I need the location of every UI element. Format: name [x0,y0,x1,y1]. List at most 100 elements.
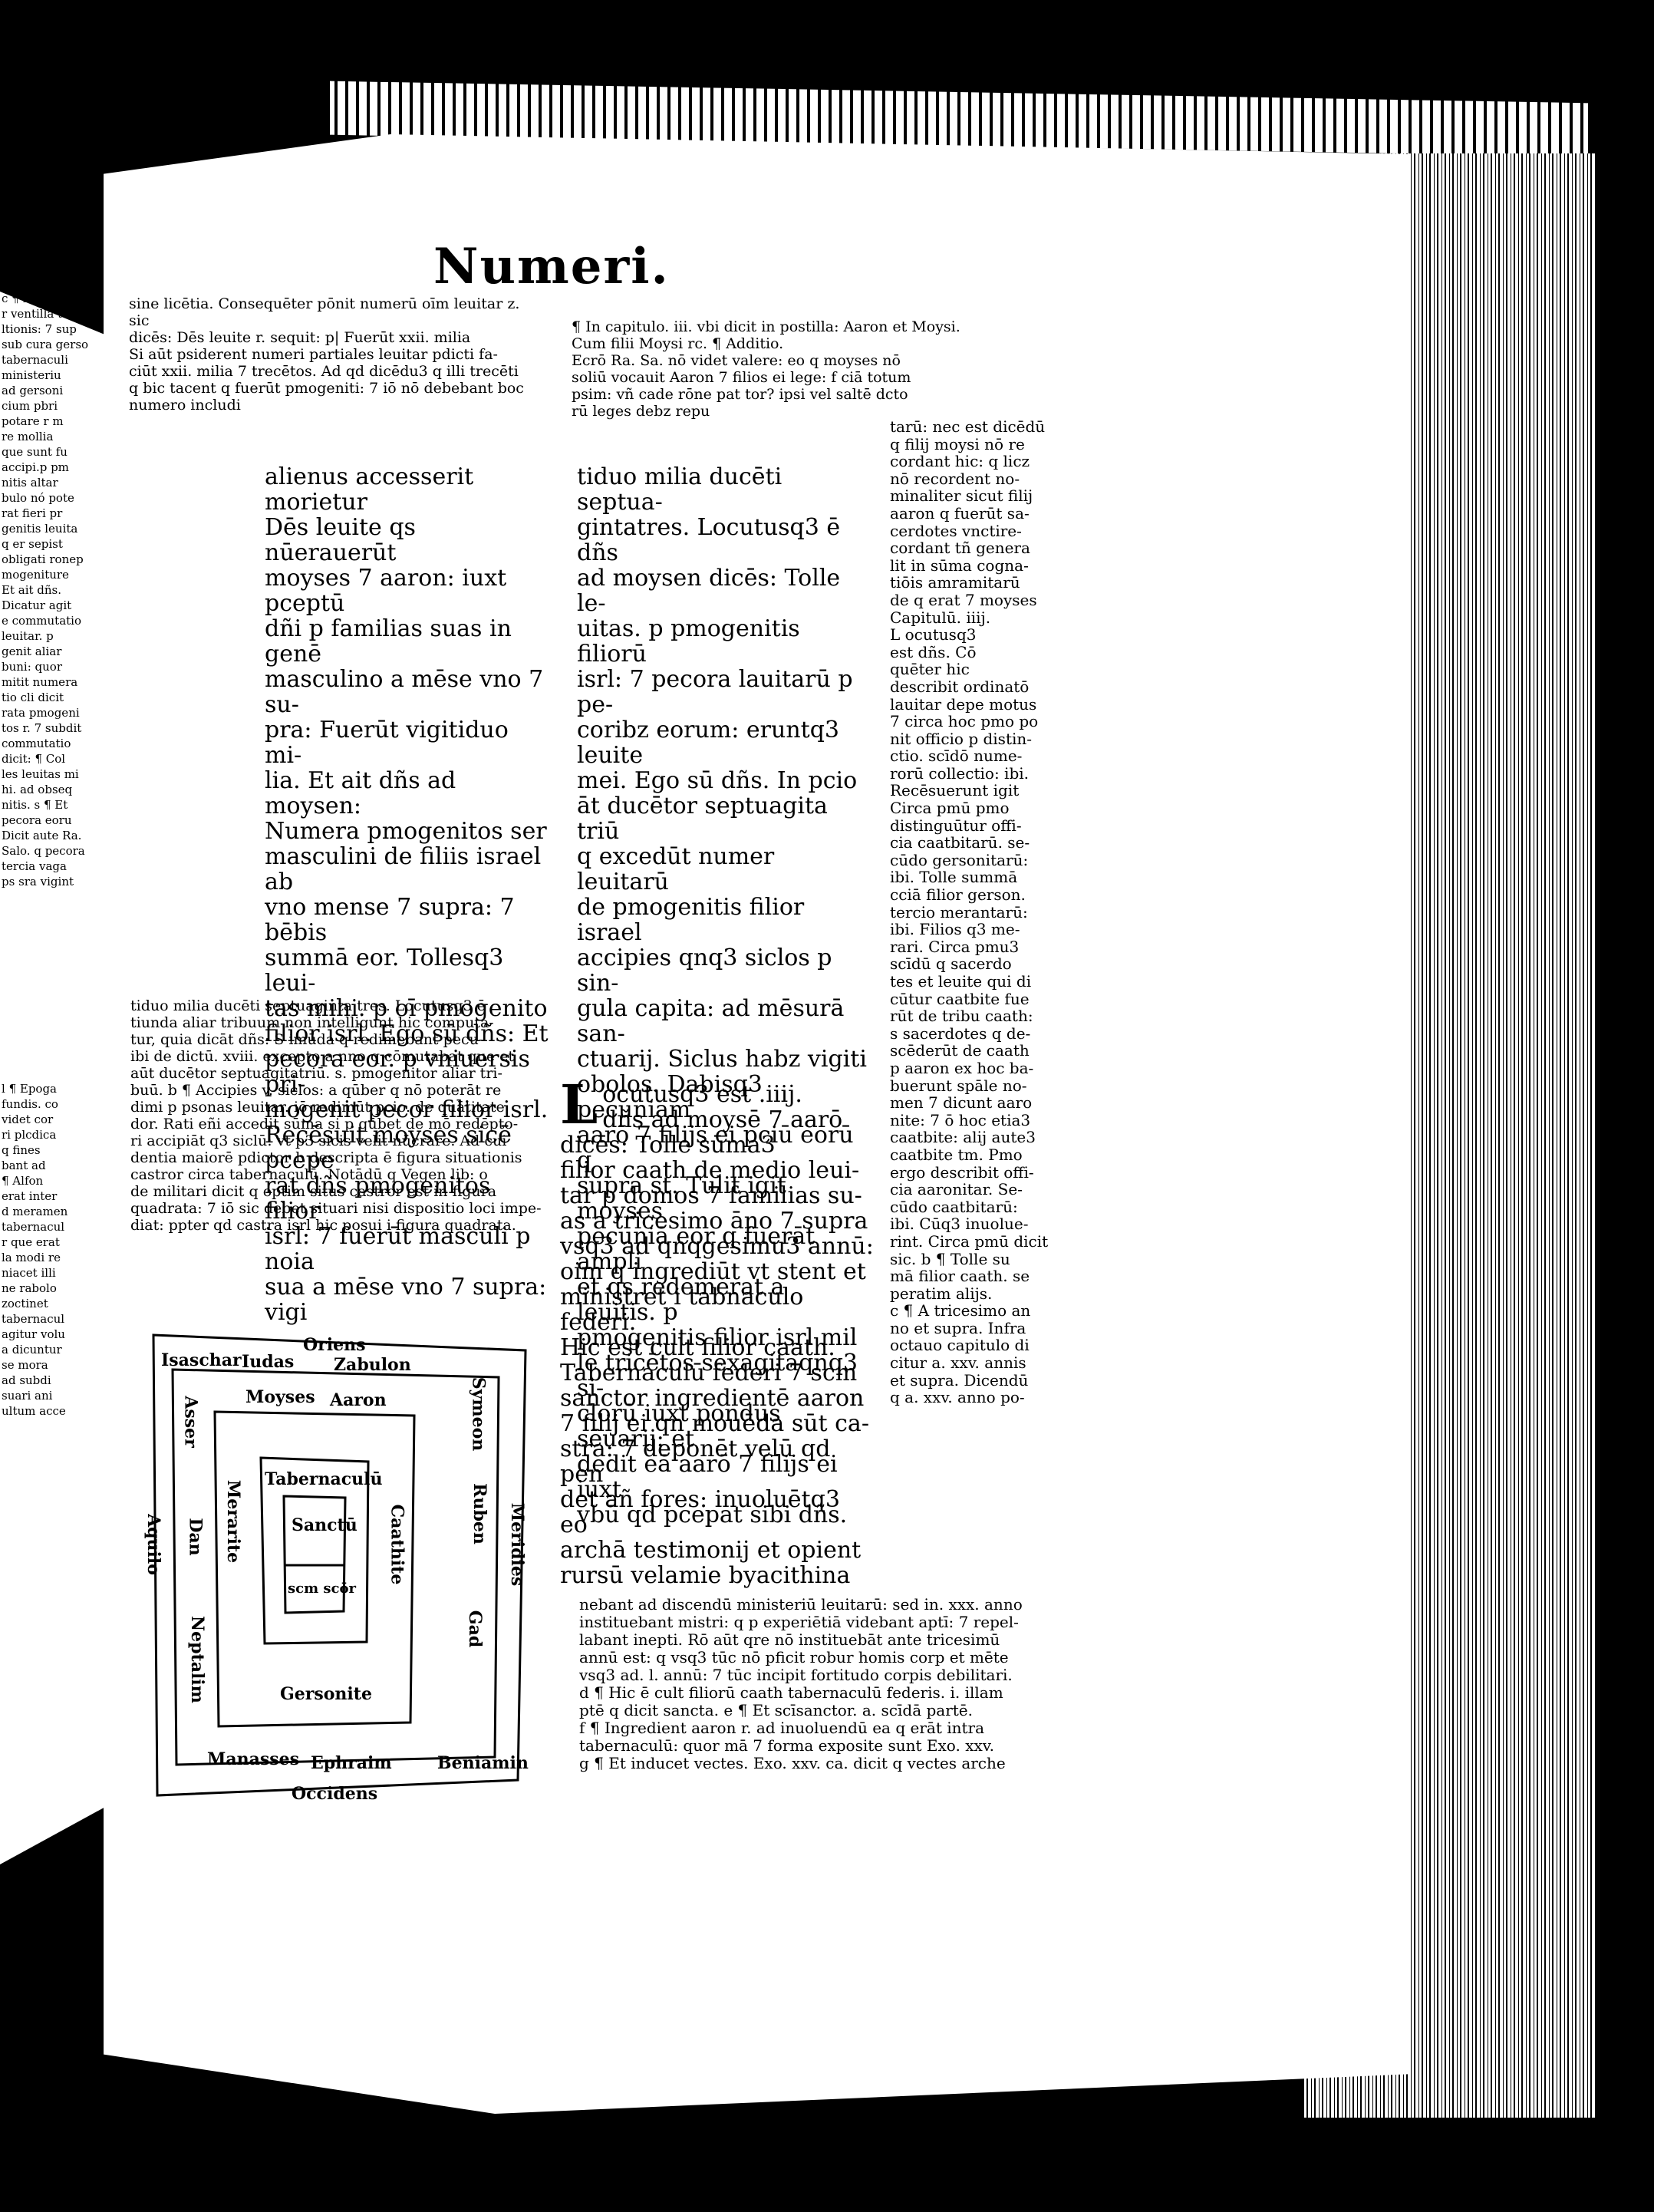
bottom-gloss: nebant ad discendū ministeriū leuitarū: … [579,1596,1070,1772]
text-line: 7 filij ei qn mouēda sūt ca- [560,1410,869,1437]
text-line: archā testimonij et opient [560,1537,862,1564]
text-line: ocutusq3 est .iiij. [602,1081,802,1108]
gloss-line: ri accipiāt q3 siclū: vt p3 sicis velit … [130,1132,507,1149]
text-line: cium pbri [2,399,58,413]
gloss-line: citur a. xxv. annis [890,1353,1026,1373]
diagram-tribe-dan: Dan [185,1518,206,1556]
gloss-line: peratim alijs. [890,1284,993,1303]
gloss-line: ibi. Tolle summā [890,868,1018,887]
gloss-line: men 7 dicunt aaro [890,1093,1033,1113]
diagram-tribe-manasses: Manasses [207,1749,300,1769]
text-line: bulo nó pote [2,491,74,505]
gloss-line: Cum filii Moysi rc. ¶ Additio. [572,335,784,352]
text-line: ri plcdica [2,1128,57,1142]
gloss-line: ergo describit offi- [890,1162,1034,1182]
text-line: Salo. q pecora [2,844,85,858]
gloss-line: cūdo caatbitarū: [890,1197,1018,1216]
text-line: nitis altar [2,476,58,490]
diagram-tribe-gad: Gad [465,1610,486,1648]
gloss-line: de militari dicit q optim situs castror … [130,1183,497,1200]
text-line: ultum acce [2,1404,66,1418]
gloss-line: rint. Circa pmū dicit [890,1231,1049,1251]
text-line: a dicuntur [2,1343,62,1357]
diagram-tribe-asser: Asser [180,1396,201,1448]
gloss-line: cūtur caatbite fue [890,989,1030,1008]
text-line: la modi re [2,1251,61,1264]
text-line: vsq3 ad qnqgesimu3 annū: [560,1233,874,1260]
text-line: oim q ingrediūt vt stent et [560,1258,866,1285]
text-line: summā eor. Tollesq3 leui- [265,944,504,997]
text-line: Hic est cult filior caath. [560,1334,835,1361]
text-line: nitis. s ¶ Et [2,798,68,812]
gloss-line: cerdotes vnctire- [890,521,1022,540]
gloss-line: p aaron ex hoc ba- [890,1058,1034,1077]
text-line: ne rabolo [2,1281,57,1295]
gloss-line: sic. b ¶ Tolle su [890,1249,1010,1268]
gloss-line: cciā filior gerson. [890,885,1026,905]
text-line: hi. ad obseq [2,783,73,796]
text-line: Numera pmogenitos ser [265,818,547,845]
gloss-line: lauitar depe motus [890,694,1037,714]
gloss-line: nite: 7 ō hoc etia3 [890,1110,1031,1129]
text-line: erat inter [2,1189,58,1203]
gloss-line: scīdū q sacerdo [890,954,1012,974]
text-line: dñi p familias suas in genē [265,615,512,668]
text-line: le tricētos sexagitaqnq3 si- [577,1350,858,1402]
text-line: accipi.p pm [2,460,69,474]
text-line: dñs ad moysē 7 aarō [602,1106,843,1133]
text-line: clorū iuxt pondus sēuarij: et [577,1400,781,1452]
text-line: uitas. p pmogenitis filiorū [577,615,800,668]
gloss-line: soliū vocauit Aaron 7 filios ei lege: f … [572,369,911,386]
gloss-line: quadrata: 7 iō sic debet situari nisi di… [130,1200,542,1217]
text-line: se mora [2,1358,48,1372]
gloss-line: tiduo milia ducēti septuaginta tres. Loc… [130,997,486,1014]
text-line: sanctor ingredientē aaron [560,1385,865,1412]
gloss-line: s sacerdotes q de- [890,1024,1031,1043]
text-line: pmogenitis filior isrl mil [577,1324,858,1351]
text-line: bant ad [2,1159,46,1172]
text-line: vno mense 7 supra: 7 bēbis [265,894,515,946]
camp-diagram-frame [152,1333,527,1797]
gloss-line: Capitulū. iiij. [890,608,991,627]
text-line: obligati ronep [2,552,84,566]
text-line: les leuitas mi [2,767,79,781]
gloss-line: g ¶ Et inducet vectes. Exo. xxv. ca. dic… [579,1754,1006,1772]
text-line: ad moysen dicēs: Tolle le- [577,565,841,617]
text-line: Dicit aute Ra. [2,829,82,842]
diagram-occidens: Occidens [292,1784,378,1804]
text-line: de pmogenitis filior israel [577,894,805,946]
text-line: ctuarij. Siclus habz vigiti [577,1046,867,1073]
text-line: tercia vaga [2,859,67,873]
text-line: moyses 7 aaron: iuxt pceptū [265,565,507,617]
gloss-line: nebant ad discendū ministeriū leuitarū: … [579,1595,1023,1614]
gloss-line: distinguūtur offi- [890,816,1022,835]
text-line: q er sepist [2,537,63,551]
text-line: niacet illi [2,1266,56,1280]
text-line: d meramen [2,1205,68,1218]
gloss-line: de q erat 7 moyses [890,590,1037,609]
gloss-line: tabernaculū: quor mā 7 forma exposite su… [579,1736,995,1755]
text-line: Et ait dñs. [2,583,62,597]
gloss-line: tiunda aliar tribuum non intelligunt hic… [130,1014,494,1031]
diagram-merarite: Merarite [223,1479,244,1564]
text-line: l ¶ Epoga [2,1082,58,1096]
gloss-line: caatbite: alij aute3 [890,1128,1036,1147]
gloss-line: 7 circa hoc pmo po [890,712,1039,731]
text-line: filior isrl. Ego sū dñs: Et [265,1020,549,1047]
gloss-line: ibi. Cūq3 inuolue- [890,1215,1029,1234]
text-line: Recēsuit moyses sicē pcepe [265,1122,512,1174]
gloss-line: dimi p psonas leuitar. iō redimūt pcio. … [130,1099,505,1116]
gloss-line: ctio. scīdō nume- [890,747,1023,766]
gloss-line: scēderūt de caath [890,1041,1030,1060]
text-line: tos r. 7 subdit [2,721,82,735]
text-line: re mollia [2,430,54,443]
text-line: pecora eoru [2,813,72,827]
gloss-line: dentia maiorē pdictor b descripta ē figu… [130,1149,522,1166]
text-line: videt cor [2,1113,54,1126]
gloss-line: ciūt xxii. milia 7 trecētos. Ad qd dicēd… [129,363,519,380]
gloss-line: cia aaronitar. Se- [890,1180,1023,1199]
diagram-oriens: Oriens [303,1335,366,1355]
gloss-line: cordant tñ genera [890,539,1030,558]
